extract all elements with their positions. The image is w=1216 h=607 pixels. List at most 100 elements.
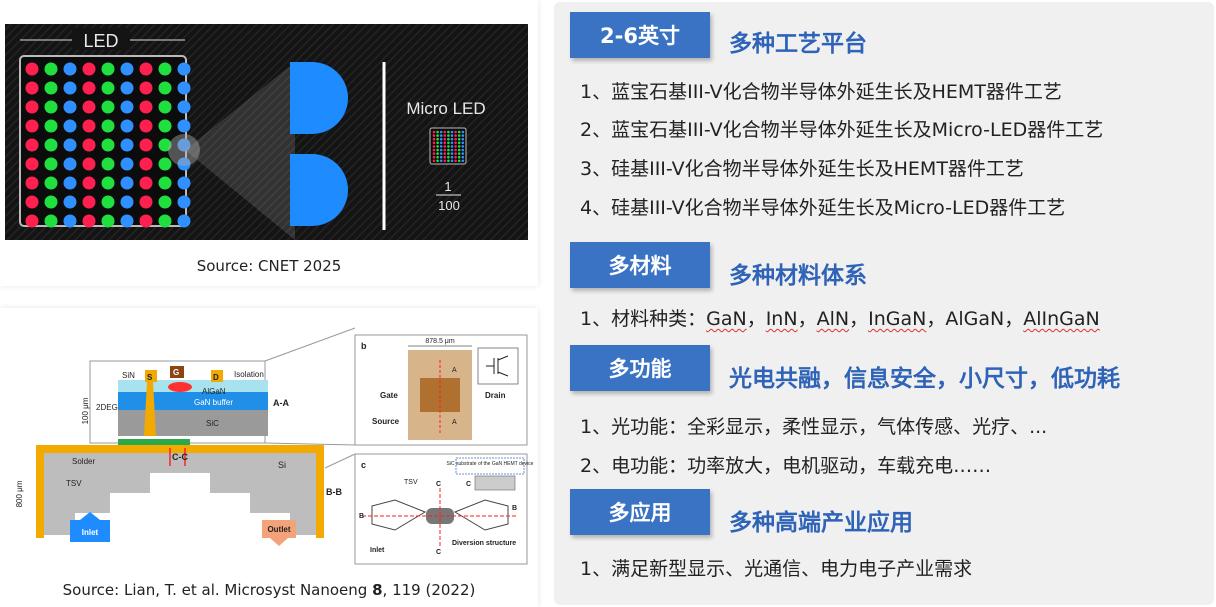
algan-layer — [118, 380, 268, 392]
led-dot — [101, 138, 115, 152]
label-gan-buffer: GaN buffer — [194, 398, 233, 407]
led-dot — [44, 195, 58, 209]
blue-dome-bottom — [290, 154, 348, 226]
led-dot — [447, 155, 450, 159]
led-dot — [432, 134, 436, 137]
led-dot — [432, 155, 436, 159]
led-dot — [82, 81, 96, 95]
led-dot — [457, 137, 461, 141]
led-dot — [436, 155, 439, 159]
led-dot — [457, 145, 461, 148]
led-dot — [139, 119, 153, 133]
label-b-left: B — [359, 513, 364, 520]
zoom-line — [264, 327, 356, 362]
led-dot — [461, 159, 465, 163]
led-dot — [44, 62, 58, 76]
led-dot — [177, 81, 191, 95]
led-dot — [82, 176, 96, 190]
microchannel — [75, 473, 290, 535]
hemt-cooling-diagram: SiN S G D Isolation AlGaN GaN buffer SiC… — [15, 327, 534, 565]
led-dot — [443, 155, 447, 159]
list-item: 1、蓝宝石基III-V化合物半导体外延生长及HEMT器件工艺 — [580, 81, 1062, 103]
led-dot — [101, 62, 115, 76]
led-dot — [454, 137, 457, 141]
gan-buffer-layer — [118, 392, 268, 410]
led-label-bg — [72, 28, 130, 50]
sic-layer — [118, 410, 268, 436]
drain-electrode — [211, 370, 223, 382]
led-dot — [454, 141, 457, 145]
led-dot — [443, 137, 447, 141]
led-dot — [457, 159, 461, 163]
led-dot — [443, 159, 447, 163]
list-item: 1、满足新型显示、光通信、电力电子产业需求 — [580, 558, 973, 580]
led-dot — [82, 195, 96, 209]
led-dot — [63, 214, 77, 228]
led-dot — [139, 176, 153, 190]
label-800um: 800 μm — [15, 480, 24, 507]
led-dot — [177, 176, 191, 190]
led-dot — [432, 130, 436, 134]
led-dot — [177, 119, 191, 133]
led-dot — [158, 81, 172, 95]
led-dot — [439, 155, 443, 159]
label-sin: SiN — [122, 371, 135, 380]
led-dot — [177, 62, 191, 76]
led-dot — [447, 152, 450, 155]
led-dot — [436, 130, 439, 134]
top-metal-layer — [36, 445, 324, 453]
materials-list-item: 1、材料种类：GaN，InN，AlN，InGaN，AlGaN，AlInGaN — [580, 308, 1100, 330]
list-item: 2、蓝宝石基III-V化合物半导体外延生长及Micro-LED器件工艺 — [580, 119, 1104, 141]
led-dot — [158, 214, 172, 228]
label-d: D — [213, 373, 219, 382]
led-dot — [450, 134, 454, 137]
led-dot — [432, 137, 436, 141]
led-dot — [120, 195, 134, 209]
led-dot — [461, 152, 465, 155]
led-dot — [139, 100, 153, 114]
led-dot — [25, 100, 39, 114]
zoom-line — [324, 453, 356, 469]
led-dot — [443, 148, 447, 152]
source-suffix: , 119 (2022) — [382, 581, 476, 599]
hot-spot — [168, 382, 192, 392]
led-dot — [158, 119, 172, 133]
led-dot — [454, 130, 457, 134]
led-dot — [63, 195, 77, 209]
label-a-bottom: A — [452, 419, 457, 426]
led-dot — [139, 138, 153, 152]
led-dot — [139, 195, 153, 209]
led-dot — [44, 176, 58, 190]
list-item: 4、硅基III-V化合物半导体外延生长及Micro-LED器件工艺 — [580, 197, 1066, 219]
list-item: 2、电功能：功率放大，电机驱动，车载充电…… — [580, 455, 992, 477]
label-b-right: B — [512, 505, 517, 512]
led-dot — [447, 134, 450, 137]
led-dot — [120, 119, 134, 133]
led-dot — [158, 176, 172, 190]
label-panel-b: b — [361, 341, 367, 351]
label-si: Si — [278, 460, 286, 470]
led-dot — [436, 137, 439, 141]
led-dot — [101, 100, 115, 114]
led-dot — [432, 159, 436, 163]
flow-channel-right — [453, 499, 509, 531]
led-dot — [158, 138, 172, 152]
led-dot — [439, 159, 443, 163]
led-dot — [447, 148, 450, 152]
label-gate: Gate — [380, 391, 398, 400]
led-dot — [450, 141, 454, 145]
label-diversion: Diversion structure — [452, 540, 516, 547]
zoom-line — [264, 442, 356, 446]
led-dot — [450, 148, 454, 152]
zoom-focus-circle — [168, 134, 200, 166]
label-2deg: 2DEG — [96, 403, 118, 412]
led-dot — [461, 141, 465, 145]
led-dot-grid — [25, 62, 191, 228]
led-dot — [443, 152, 447, 155]
led-dot — [177, 138, 191, 152]
material-ingan: InGaN — [868, 308, 927, 330]
led-dot — [63, 100, 77, 114]
led-dot — [447, 145, 450, 148]
label-bb: B-B — [326, 487, 342, 497]
led-dot — [177, 157, 191, 171]
